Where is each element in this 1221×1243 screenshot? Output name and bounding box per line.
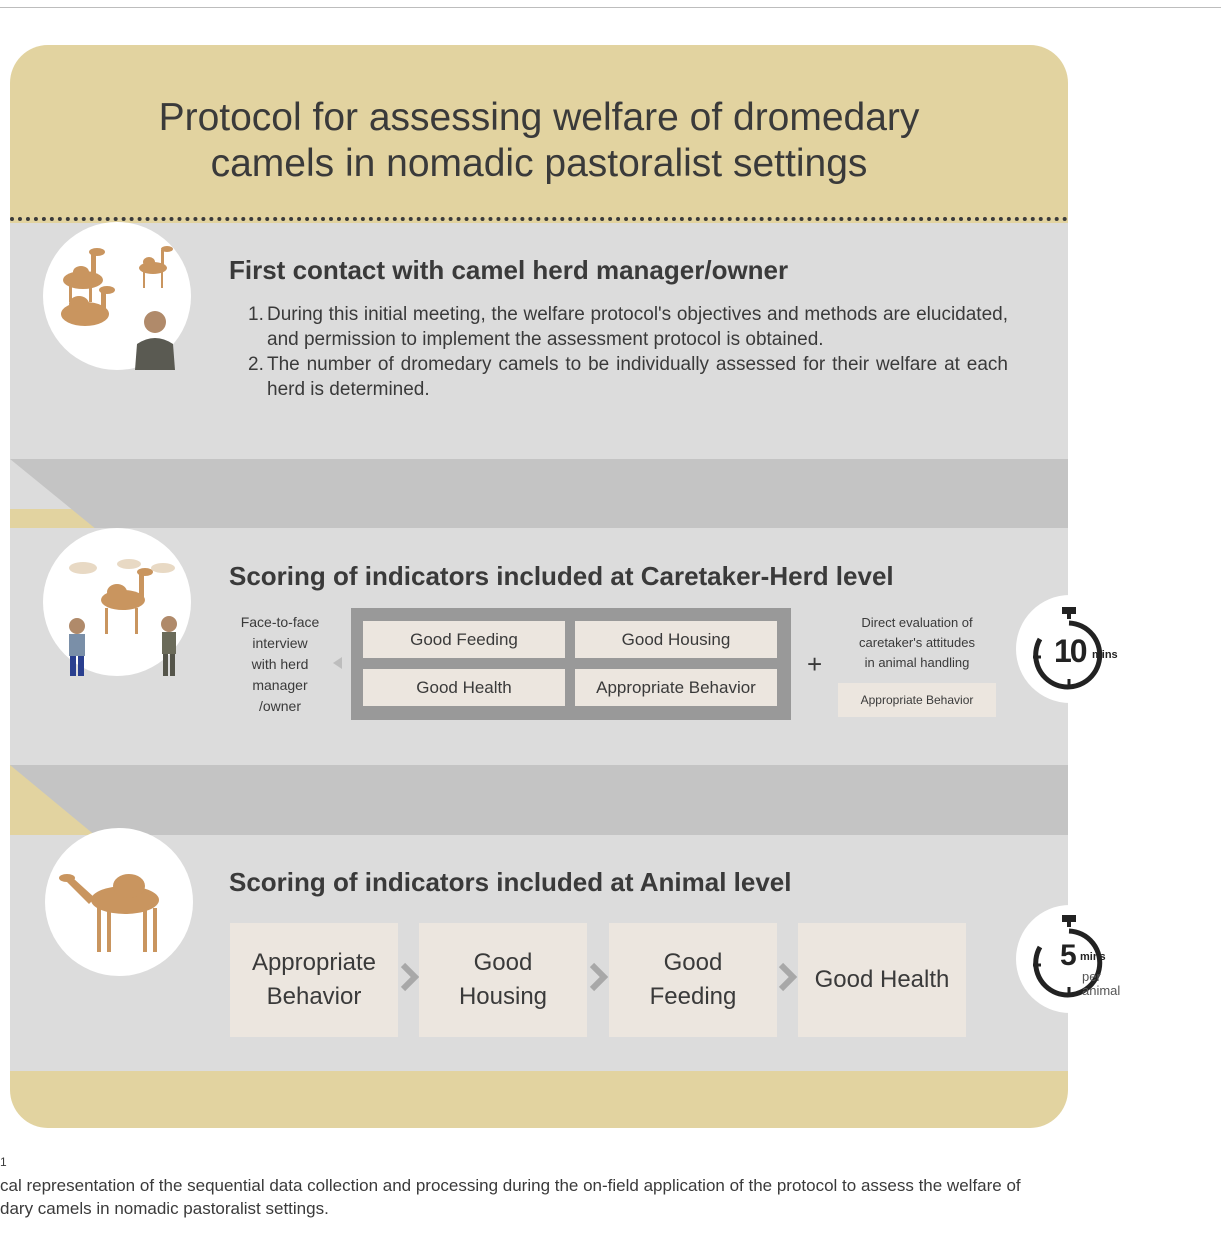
animal-indicator-card: Good Feeding bbox=[609, 923, 777, 1037]
animal-indicator-card: Good Health bbox=[798, 923, 966, 1037]
step3-heading: Scoring of indicators included at Animal… bbox=[229, 867, 792, 897]
camel-illustration bbox=[45, 828, 193, 976]
list-item: 1. During this initial meeting, the welf… bbox=[248, 302, 1008, 352]
camel-group-icon bbox=[61, 246, 173, 326]
title-line-1: Protocol for assessing welfare of dromed… bbox=[158, 96, 920, 139]
animal-indicator-card: Appropriate Behavior bbox=[230, 923, 398, 1037]
step1-list: 1. During this initial meeting, the welf… bbox=[248, 302, 1008, 402]
diagram-title: Protocol for assessing welfare of dromed… bbox=[10, 95, 1068, 187]
top-divider bbox=[0, 7, 1221, 8]
interview-illustration bbox=[43, 528, 191, 676]
interview-line: with herd bbox=[251, 656, 309, 672]
title-line-2: camels in nomadic pastoralist settings bbox=[210, 142, 868, 185]
chevron-right-icon bbox=[778, 962, 798, 992]
direct-evaluation-note: Direct evaluation of caretaker's attitud… bbox=[835, 613, 999, 673]
timer-5-badge: 5 mins per animal bbox=[1016, 905, 1124, 1013]
camel-icon bbox=[101, 568, 153, 634]
herd-owner-icon bbox=[135, 311, 175, 370]
indicator-cell: Appropriate Behavior bbox=[575, 669, 777, 706]
interview-line: manager bbox=[252, 677, 308, 693]
direct-line: Direct evaluation of bbox=[861, 615, 973, 630]
figure-label: 1 bbox=[0, 1155, 7, 1169]
list-text: The number of dromedary camels to be ind… bbox=[267, 354, 1008, 400]
timer-value: 10 bbox=[1054, 633, 1088, 669]
timer-sub: per bbox=[1082, 969, 1101, 984]
card-line: Good bbox=[473, 949, 533, 976]
camel-herd-icon bbox=[69, 559, 175, 574]
step1-heading: First contact with camel herd manager/ow… bbox=[229, 255, 789, 285]
animal-indicator-card: Good Housing bbox=[419, 923, 587, 1037]
timer-value: 5 bbox=[1060, 939, 1077, 972]
interview-line: interview bbox=[252, 635, 308, 651]
list-item: 2. The number of dromedary camels to be … bbox=[248, 352, 1008, 402]
plus-sign: + bbox=[807, 649, 823, 679]
stopwatch-icon bbox=[1033, 607, 1103, 690]
dotted-separator bbox=[10, 217, 1068, 221]
indicator-grid: Good Feeding Good Housing Good Health Ap… bbox=[351, 608, 791, 720]
timer-unit: mins bbox=[1092, 649, 1118, 661]
interview-note: Face-to-face interview with herd manager… bbox=[228, 612, 332, 717]
caption-line-1: cal representation of the sequential dat… bbox=[0, 1176, 1021, 1195]
indicator-cell: Good Health bbox=[363, 669, 565, 706]
chevron-right-icon bbox=[400, 962, 420, 992]
chevron-right-icon bbox=[589, 962, 609, 992]
timer-unit: mins bbox=[1080, 951, 1106, 963]
direct-evaluation-tag: Appropriate Behavior bbox=[838, 683, 996, 717]
list-text: During this initial meeting, the welfare… bbox=[267, 304, 1008, 350]
card-line: Feeding bbox=[649, 983, 737, 1010]
timer-sub: animal bbox=[1082, 983, 1121, 998]
interview-line: Face-to-face bbox=[240, 614, 320, 630]
card-line: Good Health bbox=[814, 966, 950, 993]
interview-line: /owner bbox=[258, 698, 302, 714]
timer-10-badge: 10 mins bbox=[1016, 595, 1124, 703]
list-number: 2. bbox=[248, 354, 264, 375]
card-line: Appropriate bbox=[251, 949, 377, 976]
step2-heading: Scoring of indicators included at Careta… bbox=[229, 561, 894, 591]
list-number: 1. bbox=[248, 304, 264, 325]
arrow-left-icon bbox=[333, 657, 342, 669]
card-line: Housing bbox=[458, 983, 548, 1010]
direct-line: in animal handling bbox=[864, 655, 970, 670]
indicator-cell: Good Feeding bbox=[363, 621, 565, 658]
card-line: Behavior bbox=[266, 983, 362, 1010]
stopwatch-icon bbox=[1033, 915, 1103, 998]
interviewer-icon bbox=[69, 618, 85, 676]
step1-shadow bbox=[10, 459, 1068, 528]
owner-icon bbox=[161, 616, 177, 676]
herd-owner-illustration bbox=[43, 222, 191, 370]
step2-shadow bbox=[10, 765, 1068, 835]
indicator-cell: Good Housing bbox=[575, 621, 777, 658]
card-line: Good bbox=[663, 949, 723, 976]
direct-line: caretaker's attitudes bbox=[859, 635, 975, 650]
caption-line-2: dary camels in nomadic pastoralist setti… bbox=[0, 1199, 329, 1218]
camel-icon bbox=[59, 874, 159, 952]
